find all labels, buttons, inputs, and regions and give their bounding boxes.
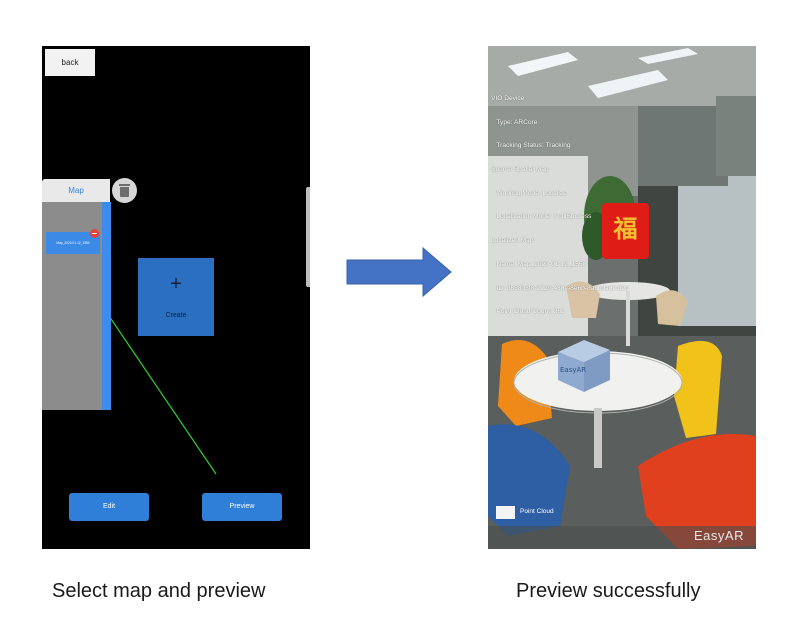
info-line: Localized Map [491,237,534,245]
create-map-button[interactable]: + Create [138,258,214,336]
left-app-screen: back Map Map_2020-01-12_1550 + Create Ed… [42,46,310,549]
fu-character: 福 [613,214,638,243]
remove-map-icon[interactable] [90,229,99,238]
map-list-panel: Map Map_2020-01-12_1550 [42,179,112,410]
map-list-scrollbar[interactable] [102,202,111,410]
create-label: Create [165,312,187,319]
right-caption: Preview successfully [516,580,701,602]
easyar-watermark: EasyAR [694,528,744,543]
side-drawer-handle[interactable] [306,187,310,287]
map-panel-title: Map [42,179,110,202]
plus-icon: + [170,273,182,295]
map-list-item[interactable]: Map_2020-01-12_1550 [46,232,100,254]
info-line: Working Mode: Localize [491,189,567,197]
info-line: Point Cloud Count: 281 [491,308,565,316]
point-cloud-label: Point Cloud [520,508,554,515]
fu-red-envelope-object: 福 [602,203,649,259]
tracking-info-overlay: VIO Device Type: ARCore Tracking Status:… [491,79,629,332]
info-line: Type: ARCore [491,118,538,126]
point-cloud-toggle[interactable] [496,506,515,519]
right-arrow-icon [346,246,452,298]
back-button[interactable]: back [45,49,95,76]
info-line: Tracking Status: Tracking [491,142,571,150]
map-list[interactable]: Map_2020-01-12_1550 [42,202,102,410]
ar-preview-screen: 福 EasyAR VIO Device Type: ARCore Trackin… [488,46,756,549]
easyar-cube-object: EasyAR [558,340,610,392]
preview-button[interactable]: Preview [202,493,282,521]
info-line: Localization Mode: UntilSuccess [491,213,592,221]
edit-button[interactable]: Edit [69,493,149,521]
info-line: Name: Map_2020-01-12_1550 [491,260,587,268]
info-line: ID: 885803f8-2129-430e-8e6b-8a6cda02f32d [491,284,629,292]
cube-text: EasyAR [560,366,586,374]
left-caption: Select map and preview [52,580,266,602]
info-line: VIO Device [491,94,525,102]
info-line: Sparse Spatial Map [491,165,549,173]
delete-map-button[interactable] [112,178,137,203]
